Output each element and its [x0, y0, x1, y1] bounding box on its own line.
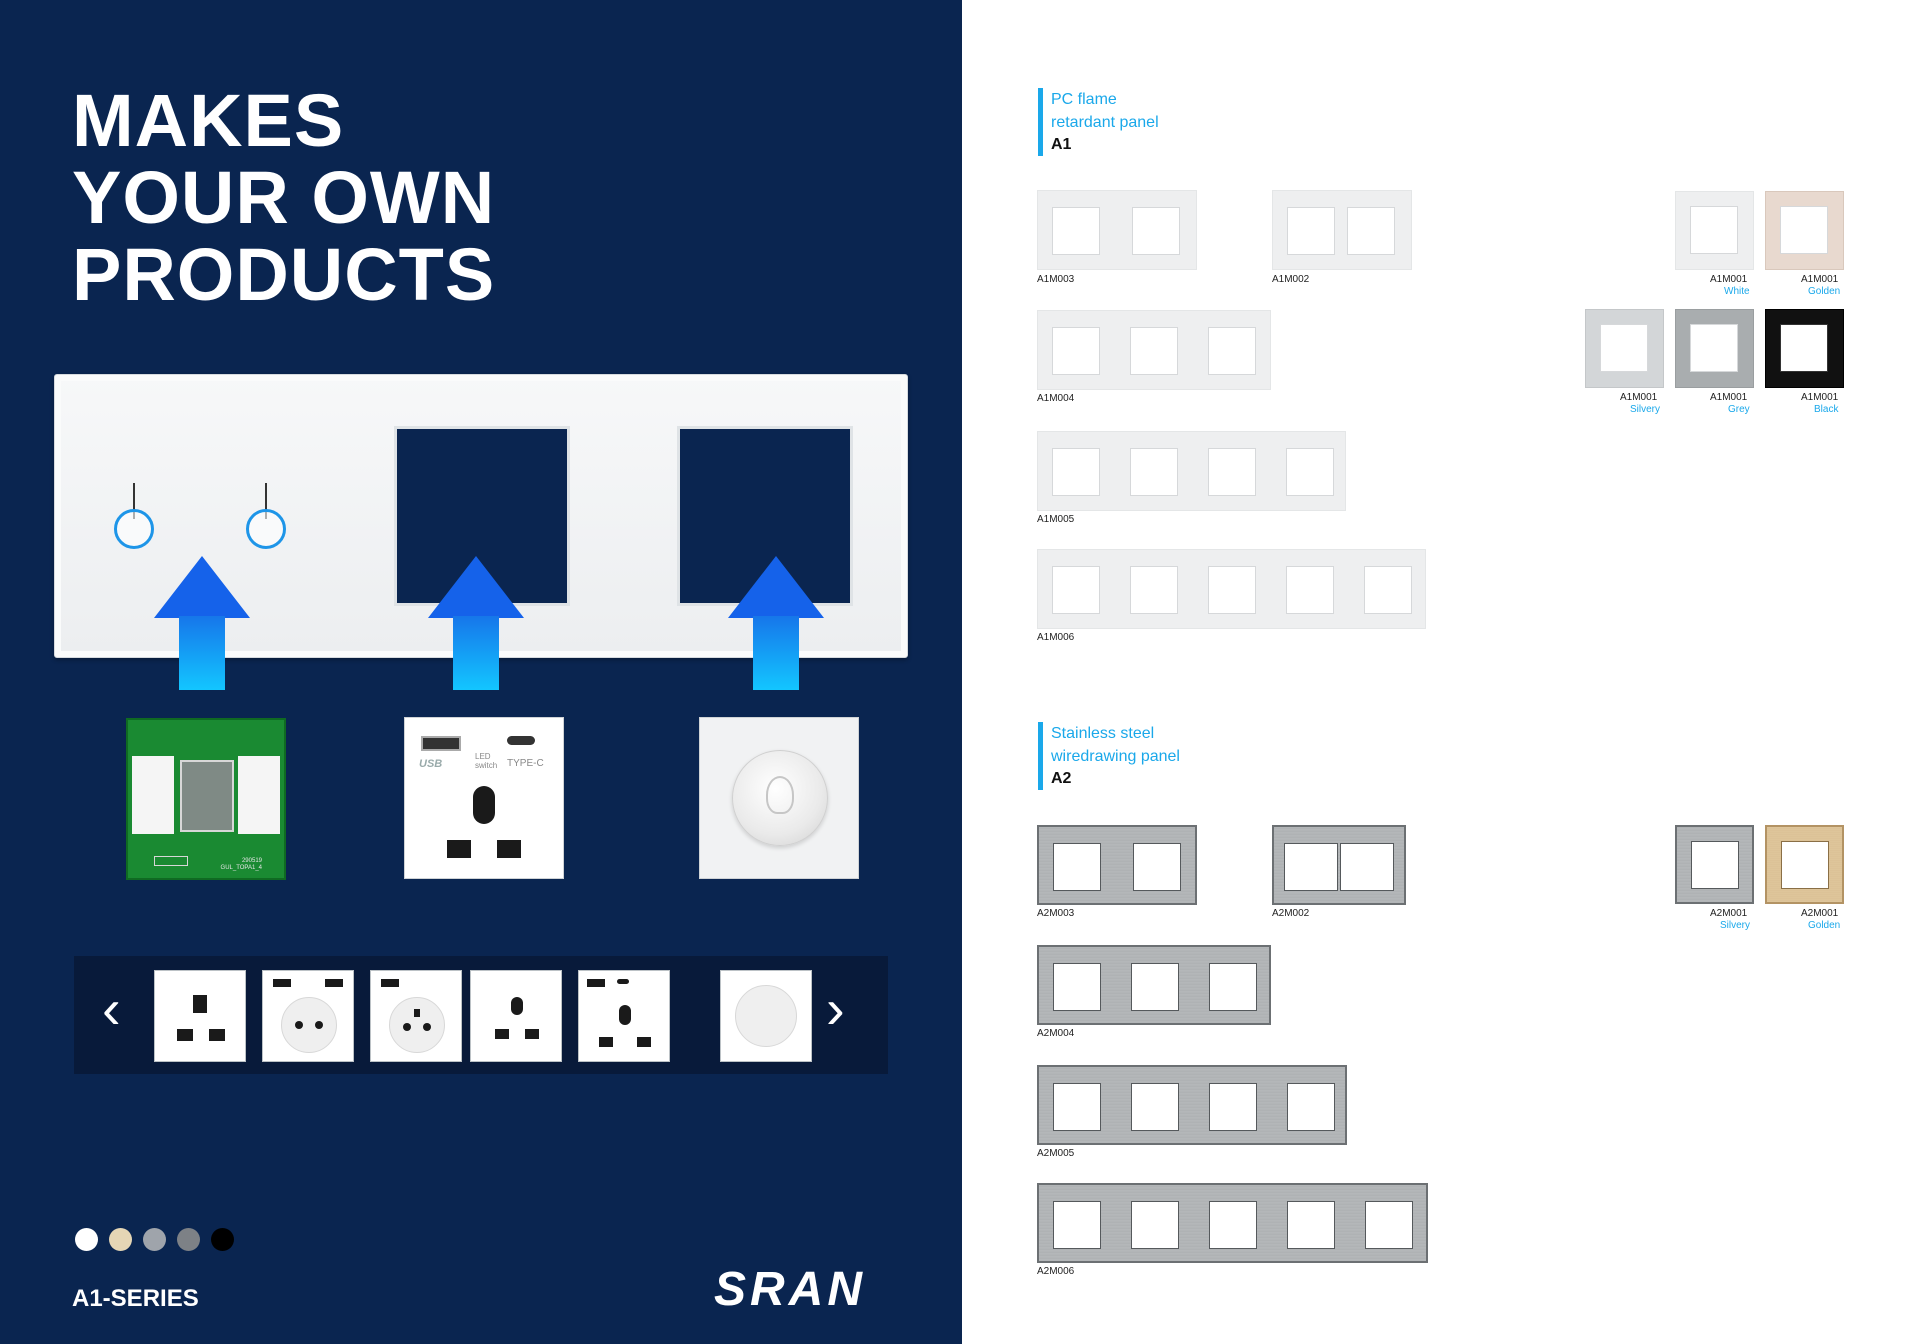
section-title-a1: PC flame retardant panel A1 [1038, 88, 1159, 156]
brand-logo: SRAN [714, 1263, 867, 1316]
carousel-item-french-usb-socket[interactable] [370, 970, 462, 1062]
up-arrow-icon [428, 556, 524, 690]
left-panel: MAKES YOUR OWN PRODUCTS 290519 GUL_TOPA1… [0, 0, 962, 1344]
chevron-right-icon[interactable]: › [826, 977, 845, 1040]
socket-hole-icon [497, 840, 521, 858]
single-code: A1M001 [1801, 392, 1839, 403]
frame-a2m005[interactable] [1037, 1065, 1347, 1145]
carousel-item-uk-socket[interactable] [154, 970, 246, 1062]
usb-label: USB [419, 758, 443, 770]
single-frame-golden[interactable] [1765, 191, 1844, 270]
frame-a1m005[interactable] [1037, 431, 1346, 511]
usb-c-port-icon [507, 736, 535, 745]
single-frame-black[interactable] [1765, 309, 1844, 388]
series-label: A1-SERIES [72, 1285, 199, 1312]
frame-code: A2M002 [1272, 908, 1310, 919]
typec-label: TYPE-C [507, 758, 544, 769]
touch-switch-pcb-module[interactable]: 290519 GUL_TOPA1_4 [126, 718, 286, 880]
up-arrow-icon [728, 556, 824, 690]
frame-a2m006[interactable] [1037, 1183, 1428, 1263]
frame-a2m002[interactable] [1272, 825, 1406, 905]
headline-line-3: PRODUCTS [72, 233, 496, 316]
section-title-a2: Stainless steel wiredrawing panel A2 [1038, 722, 1180, 790]
frame-a1m003[interactable] [1037, 190, 1197, 270]
single-code: A2M001 [1710, 908, 1748, 919]
single-color: Silvery [1720, 920, 1751, 931]
single-color: Silvery [1630, 404, 1661, 415]
section-a1-code: A1 [1051, 136, 1072, 153]
single-frame-silvery[interactable] [1585, 309, 1664, 388]
frame-a1m002[interactable] [1272, 190, 1412, 270]
single-code: A1M001 [1710, 274, 1748, 285]
socket-hole-icon [473, 786, 495, 824]
socket-hole-icon [447, 840, 471, 858]
touch-key-1[interactable] [114, 509, 154, 549]
headline: MAKES YOUR OWN PRODUCTS [72, 82, 495, 313]
chevron-left-icon[interactable]: ‹ [102, 977, 121, 1040]
single-color: Golden [1808, 920, 1841, 931]
frame-code: A1M002 [1272, 274, 1310, 285]
color-dot-black[interactable] [211, 1228, 234, 1251]
frame-code: A1M006 [1037, 632, 1075, 643]
single-frame-golden-steel[interactable] [1765, 825, 1844, 904]
module-carousel: ‹ [74, 956, 888, 1074]
up-arrow-icon [154, 556, 250, 690]
usb-a-port-icon [421, 736, 461, 751]
color-dot-grey[interactable] [177, 1228, 200, 1251]
carousel-item-universal-socket[interactable] [470, 970, 562, 1062]
pcb-cap-left [132, 756, 174, 834]
pcb-text: 290519 GUL_TOPA1_4 [220, 858, 262, 871]
frame-code: A2M005 [1037, 1148, 1075, 1159]
color-dot-white[interactable] [75, 1228, 98, 1251]
universal-usb-socket-module[interactable]: USB LED switch TYPE-C [404, 717, 564, 879]
section-a1-title-line-2: retardant panel [1051, 114, 1159, 131]
frame-code: A2M003 [1037, 908, 1075, 919]
carousel-item-universal-usb-socket[interactable] [578, 970, 670, 1062]
frame-code: A1M005 [1037, 514, 1075, 525]
carousel-item-dimmer[interactable] [720, 970, 812, 1062]
pcb-connector [154, 856, 188, 866]
section-a1-title-line-1: PC flame [1051, 91, 1117, 108]
frame-a2m003[interactable] [1037, 825, 1197, 905]
headline-line-1: MAKES [72, 79, 345, 162]
section-a2-code: A2 [1051, 770, 1072, 787]
touch-key-2[interactable] [246, 509, 286, 549]
frame-code: A2M006 [1037, 1266, 1075, 1277]
pcb-chip [180, 760, 234, 832]
single-color: Golden [1808, 286, 1841, 297]
pcb-cap-right [238, 756, 280, 834]
frame-a1m004[interactable] [1037, 310, 1271, 390]
led-label: LED switch [475, 752, 498, 770]
frame-a2m004[interactable] [1037, 945, 1271, 1025]
bulb-icon [766, 776, 794, 814]
color-dot-golden[interactable] [109, 1228, 132, 1251]
dimmer-module[interactable] [699, 717, 859, 879]
section-a2-title-line-2: wiredrawing panel [1051, 748, 1180, 765]
single-frame-white[interactable] [1675, 191, 1754, 270]
headline-line-2: YOUR OWN [72, 156, 496, 239]
section-a2-title-line-1: Stainless steel [1051, 725, 1155, 742]
single-code: A2M001 [1801, 908, 1839, 919]
single-code: A1M001 [1801, 274, 1839, 285]
frame-a1m006[interactable] [1037, 549, 1426, 629]
single-frame-grey[interactable] [1675, 309, 1754, 388]
carousel-item-schuko-usb-socket[interactable] [262, 970, 354, 1062]
single-frame-silvery-steel[interactable] [1675, 825, 1754, 904]
single-color: Grey [1728, 404, 1750, 415]
touch-key-indicator [133, 483, 135, 519]
frame-code: A1M004 [1037, 393, 1075, 404]
frame-code: A2M004 [1037, 1028, 1075, 1039]
single-code: A1M001 [1620, 392, 1658, 403]
single-code: A1M001 [1710, 392, 1748, 403]
color-dot-silvery[interactable] [143, 1228, 166, 1251]
touch-key-indicator [265, 483, 267, 519]
single-color: Black [1814, 404, 1839, 415]
frame-code: A1M003 [1037, 274, 1075, 285]
single-color: White [1724, 286, 1750, 297]
